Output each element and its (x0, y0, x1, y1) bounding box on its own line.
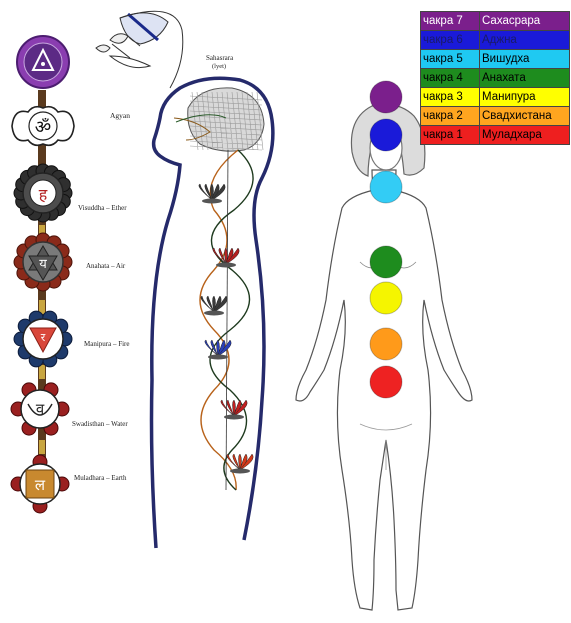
legend-chakra-name: Вишудха (479, 49, 570, 69)
spine-chakra-symbol: य (39, 256, 47, 271)
lotus-flower (204, 339, 232, 360)
legend-chakra-number: чакра 5 (420, 49, 480, 69)
lotus-flower (220, 399, 248, 420)
legend-chakra-number: чакра 2 (420, 106, 480, 126)
spine-chakra-swadhisthana: व (10, 382, 70, 436)
lotus-flower (212, 247, 240, 268)
legend-chakra-number: чакра 6 (420, 30, 480, 50)
body-chakra-6 (369, 118, 403, 152)
legend-chakra-number: чакра 7 (420, 11, 480, 31)
legend-chakra-name: Сахасрара (479, 11, 570, 31)
lotus-flower (200, 295, 228, 316)
spine-chakra-symbol: ह (39, 187, 48, 204)
legend-chakra-name: Аджна (479, 30, 570, 50)
spine-chakra-symbol: व (36, 402, 45, 418)
spine-chakra-manipura: र (13, 310, 73, 368)
caption-anahata: Anahata – Air (86, 262, 126, 270)
body-chakra-3 (369, 281, 403, 315)
spine-chakra-symbol: र (41, 332, 46, 344)
spine-chakra-vishuddha: ह (13, 163, 73, 223)
legend-chakra-number: чакра 3 (420, 87, 480, 107)
legend-chakra-number: чакра 4 (420, 68, 480, 88)
profile-figure (149, 76, 275, 549)
caption-muladhara: Muladhara – Earth (74, 474, 127, 482)
spine-chakra-symbol: ॐ (35, 117, 51, 137)
spine-chakra-muladhara: ल (10, 454, 70, 514)
caption-swadisthan: Swadisthan – Water (72, 420, 128, 428)
body-chakra-1 (369, 365, 403, 399)
body-chakra-4 (369, 245, 403, 279)
sahasrara-caption-sub: (lyet) (212, 63, 226, 70)
body-chakra-2 (369, 327, 403, 361)
body-chakra-5 (369, 170, 403, 204)
spine-chakra-ajna: ॐ (11, 105, 75, 147)
body-chakras (369, 80, 403, 399)
sahasrara-caption: Sahasrara (206, 54, 234, 62)
body-chakra-7 (369, 80, 403, 114)
caption-agyan: Agyan (110, 111, 130, 120)
caption-visuddha: Visuddha – Ether (78, 204, 127, 212)
lotus-flower (226, 453, 254, 474)
legend-chakra-name: Анахата (479, 68, 570, 88)
legend-chakra-name: Свадхистана (479, 106, 570, 126)
legend-chakra-name: Манипура (479, 87, 570, 107)
spine-chakra-sahasrara (16, 35, 70, 89)
caption-manipura: Manipura – Fire (84, 340, 130, 348)
legend-chakra-number: чакра 1 (420, 125, 480, 145)
legend-chakra-name: Муладхара (479, 125, 570, 145)
astral-sketch (95, 10, 184, 89)
spine-chakra-symbol: ल (35, 478, 46, 494)
lotus-flower (198, 183, 226, 204)
spine-chakra-anahata: य (13, 232, 73, 292)
